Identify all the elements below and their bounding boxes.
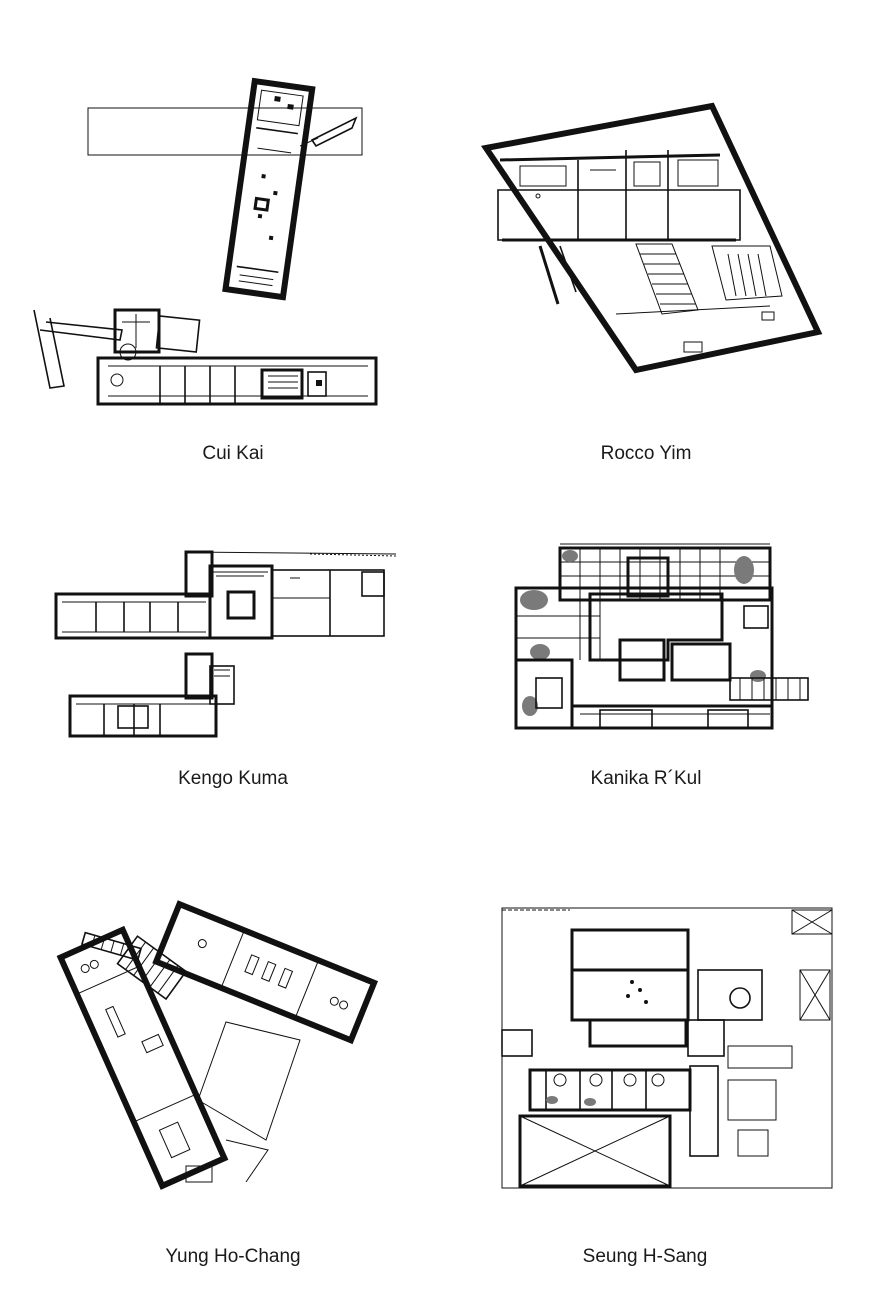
floor-plan-drawing [54,550,397,738]
architect-name: Kengo Kuma [178,768,288,789]
floor-plan-drawing [56,900,379,1190]
floor-plan-drawing [480,102,823,374]
floor-plan-drawing [501,907,833,1189]
plan-cui-kai: Cui Kai [0,0,440,470]
floor-plan-drawing [33,77,378,406]
plan-kanika-rkul: Kanika R´Kul [440,470,873,810]
architect-name: Cui Kai [202,443,264,464]
architect-name: Seung H-Sang [582,1246,708,1267]
floor-plan-drawing [514,543,809,730]
architect-name: Kanika R´Kul [590,768,702,789]
architect-name: Yung Ho-Chang [165,1246,301,1267]
plan-rocco-yim: Rocco Yim [440,0,873,470]
plan-kengo-kuma: Kengo Kuma [0,470,440,810]
plan-seung-h-sang: Seung H-Sang [440,810,873,1311]
architect-name: Rocco Yim [600,443,692,464]
plan-yung-ho-chang: Yung Ho-Chang [0,810,440,1311]
